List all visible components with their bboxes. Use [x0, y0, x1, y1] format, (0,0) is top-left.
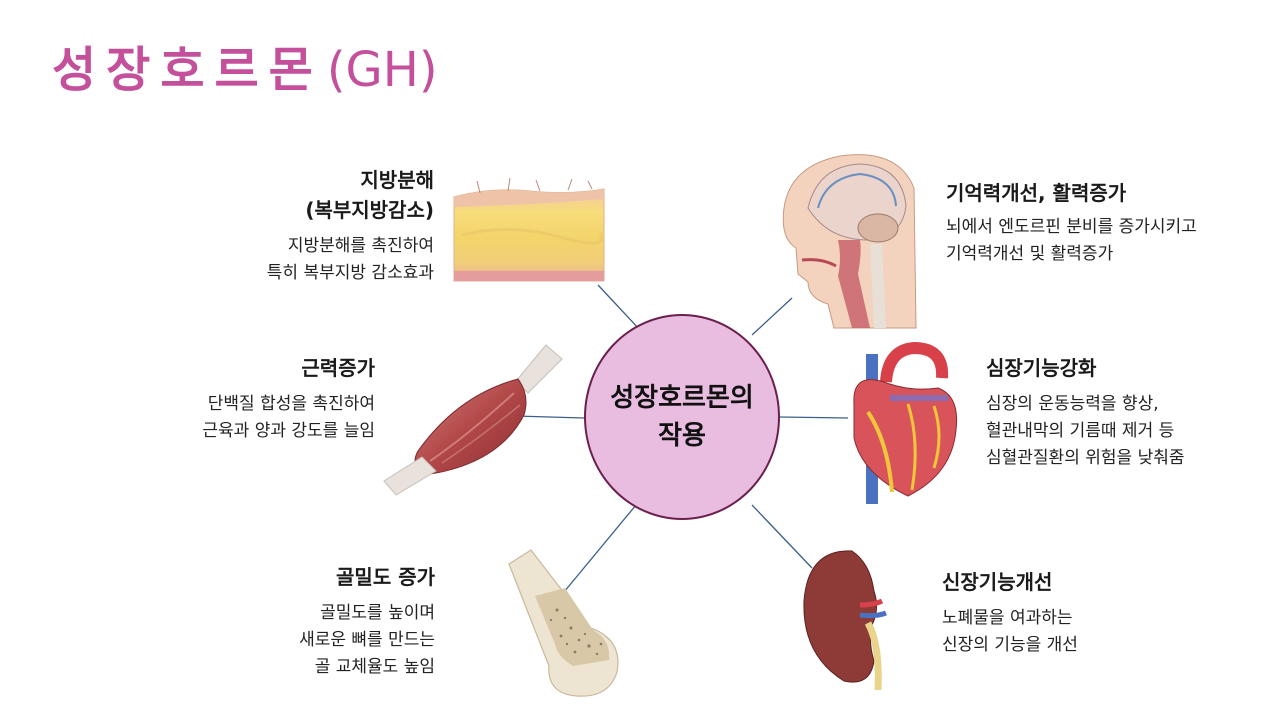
effect-bone-desc-2: 새로운 뼈를 만드는 [299, 630, 435, 650]
muscle-illustration [383, 344, 563, 496]
connector-muscle [514, 415, 585, 419]
effect-brain-heading: 기억력개선, 활력증가 [946, 181, 1127, 205]
effect-kidney-text: 신장기능개선 노폐물을 여과하는 신장의 기능을 개선 [942, 567, 1182, 659]
central-hub: 성장호르몬의 작용 [584, 314, 780, 520]
effect-bone-heading: 골밀도 증가 [336, 565, 435, 589]
effect-muscle-desc-2: 근육과 양과 강도를 늘임 [202, 421, 375, 441]
effect-bone-desc-1: 골밀도를 높이며 [320, 603, 435, 623]
effect-heart-desc-3: 심혈관질환의 위험을 낮춰줌 [986, 448, 1185, 468]
effect-bone-desc-3: 골 교체율도 높임 [314, 657, 435, 677]
connector-kidney [751, 504, 813, 569]
brain-head-illustration [782, 154, 917, 329]
effect-muscle-desc-1: 단백질 합성을 촉진하여 [207, 394, 375, 414]
hub-line-2: 작용 [658, 421, 706, 451]
effect-fat-desc-1: 지방분해를 촉진하여 [287, 236, 434, 256]
effect-bone-text: 골밀도 증가 골밀도를 높이며 새로운 뼈를 만드는 골 교체율도 높임 [220, 562, 435, 681]
effect-fat-text: 지방분해 (복부지방감소) 지방분해를 촉진하여 특히 복부지방 감소효과 [206, 165, 434, 287]
effect-heart-desc-1: 심장의 운동능력을 향상, [986, 394, 1159, 414]
fat-tissue-illustration [453, 177, 605, 282]
hub-line-1: 성장호르몬의 [610, 383, 754, 413]
effect-fat-heading-2: (복부지방감소) [305, 198, 434, 222]
effect-fat-desc-2: 특히 복부지방 감소효과 [266, 263, 434, 283]
heart-illustration [853, 342, 958, 504]
connector-fat [597, 284, 641, 331]
kidney-illustration [803, 550, 887, 690]
effect-brain-text: 기억력개선, 활력증가 뇌에서 엔도르핀 분비를 증가시키고 기억력개선 및 활… [946, 178, 1271, 268]
effect-heart-desc-2: 혈관내막의 기름때 제거 등 [986, 421, 1175, 441]
effect-muscle-text: 근력증가 단백질 합성을 촉진하여 근육과 양과 강도를 늘임 [130, 353, 375, 445]
bone-illustration [508, 549, 619, 697]
effect-kidney-heading: 신장기능개선 [942, 570, 1053, 594]
effect-muscle-heading: 근력증가 [301, 356, 375, 380]
connector-brain [751, 297, 793, 336]
effect-kidney-desc-2: 신장의 기능을 개선 [942, 635, 1078, 655]
effect-kidney-desc-1: 노폐물을 여과하는 [942, 608, 1073, 628]
title-korean: 성장호르몬 [52, 42, 323, 98]
connector-heart [779, 416, 849, 419]
effect-heart-heading: 심장기능강화 [986, 356, 1097, 380]
effect-brain-desc-1: 뇌에서 엔도르핀 분비를 증가시키고 [946, 217, 1197, 237]
effect-heart-text: 심장기능강화 심장의 운동능력을 향상, 혈관내막의 기름때 제거 등 심혈관질… [986, 353, 1266, 472]
effect-brain-desc-2: 기억력개선 및 활력증가 [946, 244, 1114, 264]
connector-bone [563, 504, 637, 593]
effect-fat-heading-1: 지방분해 [360, 168, 434, 192]
title-latin: (GH) [326, 42, 438, 98]
page-title: 성장호르몬 (GH) [52, 30, 438, 100]
